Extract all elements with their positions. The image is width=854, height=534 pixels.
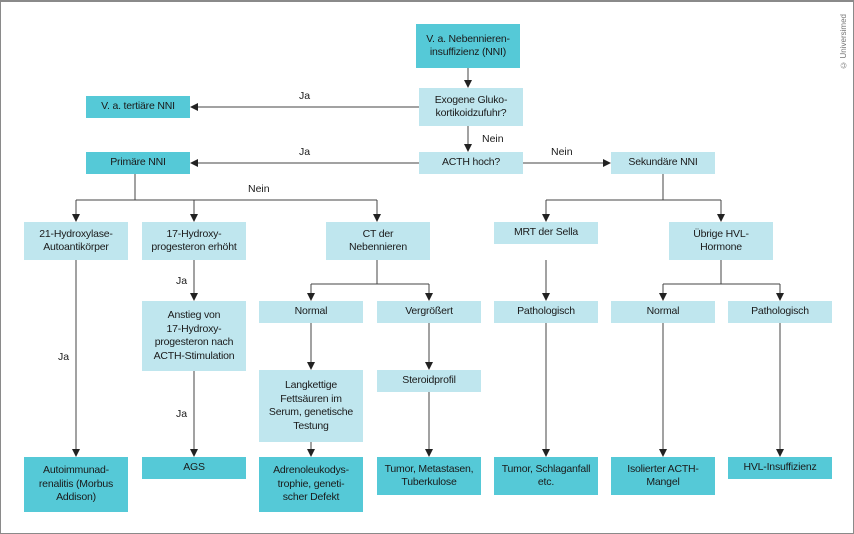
node-hvl-normal: Normal — [611, 301, 715, 323]
node-exogen: Exogene Gluko- kortikoidzufuhr? — [419, 88, 523, 126]
label-hydroxyprog-ja: Ja — [176, 275, 188, 287]
label-exogen-ja: Ja — [299, 90, 311, 102]
label-anstieg-ja: Ja — [176, 408, 188, 420]
node-langkettige: Langkettige Fettsäuren im Serum, genetis… — [259, 370, 363, 442]
node-hvl-insuff: HVL-Insuffizienz — [728, 457, 832, 479]
node-hvl-patho: Pathologisch — [728, 301, 832, 323]
label-acth-nein: Nein — [551, 146, 573, 158]
node-mrt: MRT der Sella — [494, 222, 598, 244]
node-acth: ACTH hoch? — [419, 152, 523, 174]
label-exogen-nein: Nein — [482, 133, 504, 145]
node-ags: AGS — [142, 457, 246, 479]
node-tumor-meta: Tumor, Metastasen, Tuberkulose — [377, 457, 481, 495]
node-acth-mangel: Isolierter ACTH- Mangel — [611, 457, 715, 495]
node-tumor-schlag: Tumor, Schlaganfall etc. — [494, 457, 598, 495]
node-hvl: Übrige HVL- Hormone — [669, 222, 773, 260]
node-primaer: Primäre NNI — [86, 152, 190, 174]
node-steroidprofil: Steroidprofil — [377, 370, 481, 392]
label-hydroxylase-ja: Ja — [58, 351, 70, 363]
node-hydroxylase: 21-Hydroxylase- Autoantikörper — [24, 222, 128, 260]
node-ct-normal: Normal — [259, 301, 363, 323]
node-sekundaer: Sekundäre NNI — [611, 152, 715, 174]
node-tertiaer: V. a. tertiäre NNI — [86, 96, 190, 118]
node-anstieg: Anstieg von 17-Hydroxy- progesteron nach… — [142, 301, 246, 371]
node-start: V. a. Nebennieren- insuffizienz (NNI) — [416, 24, 520, 68]
node-adreno: Adrenoleukodys- trophie, geneti- scher D… — [259, 457, 363, 512]
node-ct-vergroessert: Vergrößert — [377, 301, 481, 323]
node-hydroxyprog: 17-Hydroxy- progesteron erhöht — [142, 222, 246, 260]
node-autoimmun: Autoimmunad- renalitis (Morbus Addison) — [24, 457, 128, 512]
node-mrt-patho: Pathologisch — [494, 301, 598, 323]
label-acth-ja: Ja — [299, 146, 311, 158]
label-primaer-nein: Nein — [248, 183, 270, 195]
watermark: © Universimed — [839, 14, 848, 70]
node-ct: CT der Nebennieren — [326, 222, 430, 260]
